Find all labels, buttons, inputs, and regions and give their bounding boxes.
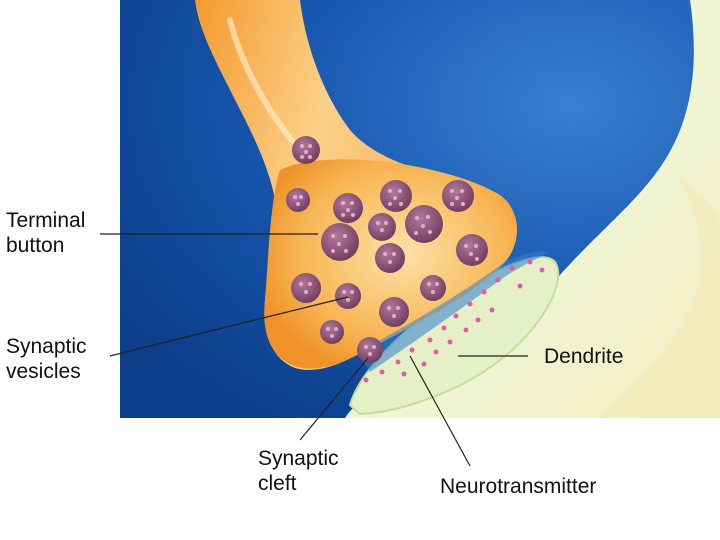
vesicle bbox=[357, 337, 383, 363]
dendrite-shape bbox=[345, 0, 720, 418]
axon-highlight bbox=[227, 17, 303, 153]
vesicle bbox=[321, 223, 359, 261]
vesicle bbox=[291, 273, 321, 303]
terminal-button-label: Terminal button bbox=[6, 209, 86, 257]
vesicle bbox=[375, 243, 405, 273]
dendrite-label: Dendrite bbox=[544, 345, 624, 368]
neurotransmitter-molecules bbox=[363, 259, 545, 383]
vesicle bbox=[333, 193, 363, 223]
synaptic-vesicles-label: Synaptic vesicles bbox=[6, 335, 87, 383]
neurotransmitter-label: Neurotransmitter bbox=[440, 475, 597, 498]
vesicle bbox=[286, 188, 310, 212]
leader-synaptic-vesicles bbox=[109, 296, 349, 357]
synaptic-cleft-gap bbox=[358, 251, 548, 372]
synaptic-vesicles bbox=[286, 136, 488, 363]
vesicle bbox=[292, 136, 320, 164]
vesicle bbox=[368, 213, 396, 241]
vesicle bbox=[380, 180, 412, 212]
dendrite-shade bbox=[600, 160, 720, 418]
vesicle bbox=[420, 275, 446, 301]
vesicle bbox=[379, 297, 409, 327]
vesicle bbox=[456, 234, 488, 266]
vesicle bbox=[320, 320, 344, 344]
leader-neurotransmitter bbox=[409, 355, 471, 467]
vesicle bbox=[405, 205, 443, 243]
synaptic-cleft-label: Synaptic cleft bbox=[258, 447, 339, 495]
leader-lines bbox=[100, 233, 528, 467]
vesicle bbox=[335, 283, 361, 309]
vesicle bbox=[442, 180, 474, 212]
leader-synaptic-cleft bbox=[299, 357, 369, 441]
